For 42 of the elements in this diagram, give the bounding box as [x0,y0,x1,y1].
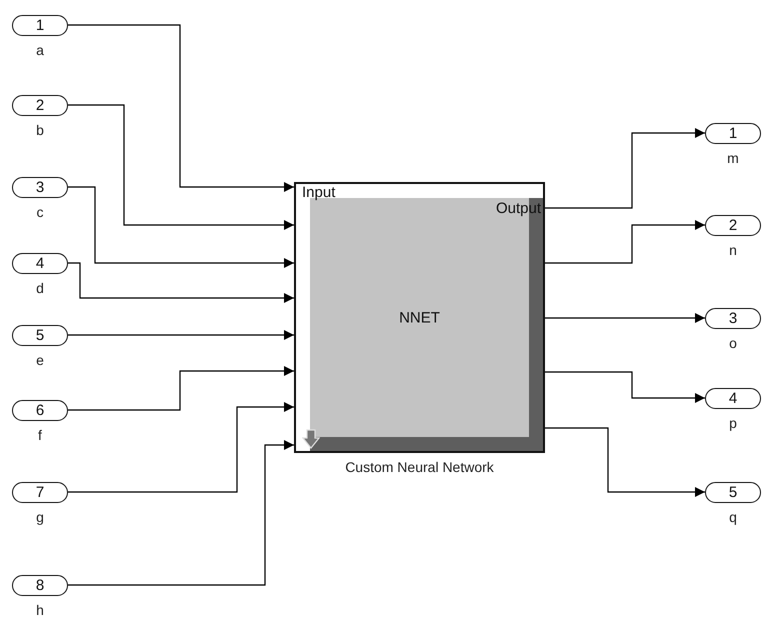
port-block: 1 [705,122,761,144]
port-label: o [728,334,738,350]
port-label: h [35,602,45,618]
port-block: 2 [12,94,68,116]
signal-line [545,371,705,403]
port-label: f [37,426,43,442]
signal-line [545,220,705,264]
signal-line [545,427,705,497]
signal-line [68,24,294,192]
input-label: Input [302,184,336,201]
port-label: c [36,204,44,220]
port-block: 4 [705,388,761,408]
port-label: b [35,122,45,138]
signal-line [68,330,294,340]
signal-line [68,402,294,493]
port-block: 6 [12,400,68,420]
signal-line [68,440,294,586]
port-label: p [728,414,738,430]
port-label: m [726,150,740,166]
port-label: q [728,508,738,524]
port-label: g [35,508,45,524]
port-label: d [35,280,45,296]
signal-line [68,104,294,230]
signal-line [545,128,705,209]
block-caption: Custom Neural Network [344,459,495,475]
port-block: 3 [12,176,68,198]
port-label: a [35,42,45,58]
port-block: 8 [12,574,68,596]
port-block: 3 [705,308,761,328]
signal-line [68,366,294,411]
port-block: 7 [12,482,68,502]
signal-line [545,313,705,323]
port-block: 5 [705,482,761,502]
block-label: NNET [399,309,440,326]
port-block: 1 [12,14,68,36]
port-label: e [35,352,45,368]
port-block: 2 [705,214,761,236]
signal-line [68,262,294,303]
signal-line [68,186,294,268]
port-label: n [728,242,738,258]
port-block: 4 [12,252,68,274]
port-block: 5 [12,324,68,346]
